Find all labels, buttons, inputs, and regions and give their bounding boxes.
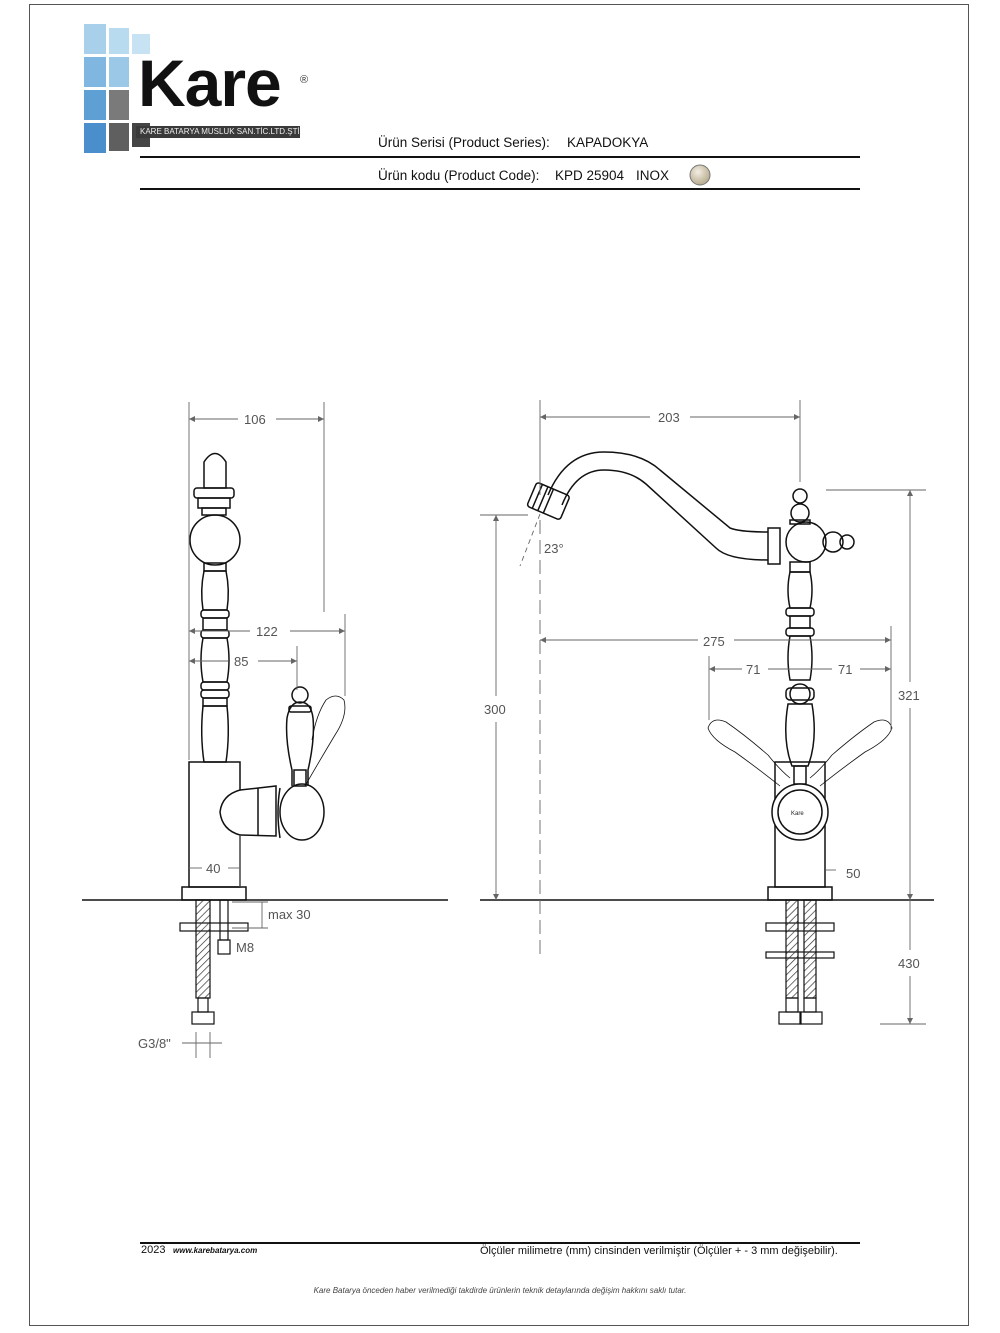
brand-name: Kare: [138, 46, 282, 120]
dim-50: 50: [846, 866, 860, 881]
code-value: KPD 25904: [555, 168, 625, 183]
dim-106: 106: [244, 412, 266, 427]
front-handle-ghost-left: [707, 719, 791, 787]
header-divider-1: [140, 156, 860, 158]
finish-swatch-icon: [689, 164, 711, 186]
dim-85: 85: [234, 654, 248, 669]
registered-mark: ®: [300, 74, 309, 86]
finish-value: INOX: [636, 168, 670, 183]
faucet-badge: Kare: [791, 811, 804, 817]
dim-40: 40: [206, 861, 220, 876]
side-handle-ghost: [304, 695, 346, 787]
header-divider-2: [140, 188, 860, 190]
dim-430: 430: [898, 956, 920, 971]
dim-122: 122: [256, 624, 278, 639]
series-label: Ürün Serisi (Product Series):: [378, 135, 550, 150]
dim-275: 275: [703, 634, 725, 649]
dim-m8: M8: [236, 940, 254, 955]
front-view-faucet: [526, 451, 855, 901]
footer-year: 2023: [141, 1244, 166, 1256]
footer-website: www.karebatarya.com: [173, 1246, 258, 1255]
footer-divider: [140, 1242, 860, 1244]
dim-max30: max 30: [268, 907, 311, 922]
dim-71-left: 71: [746, 662, 760, 677]
code-label: Ürün kodu (Product Code):: [378, 168, 540, 183]
series-value: KAPADOKYA: [567, 135, 649, 150]
side-view-supply: [179, 899, 249, 1025]
side-view-faucet: [181, 452, 325, 901]
dim-321: 321: [898, 688, 920, 703]
dim-71-right: 71: [838, 662, 852, 677]
dim-23deg: 23°: [544, 541, 564, 556]
dim-203: 203: [658, 410, 680, 425]
front-handle-ghost-right: [809, 719, 893, 787]
page-frame: [29, 4, 969, 1326]
front-view-supply: [765, 899, 835, 1025]
dim-300: 300: [484, 702, 506, 717]
brand-subtitle-bar: [136, 126, 300, 138]
brand-subtitle: KARE BATARYA MUSLUK SAN.TİC.LTD.ŞTİ.: [140, 127, 302, 136]
footer-note: Ölçüler milimetre (mm) cinsinden verilmi…: [480, 1245, 838, 1257]
dim-g38: G3/8": [138, 1036, 171, 1051]
footer-disclaimer: Kare Batarya önceden haber verilmediği t…: [313, 1286, 687, 1295]
